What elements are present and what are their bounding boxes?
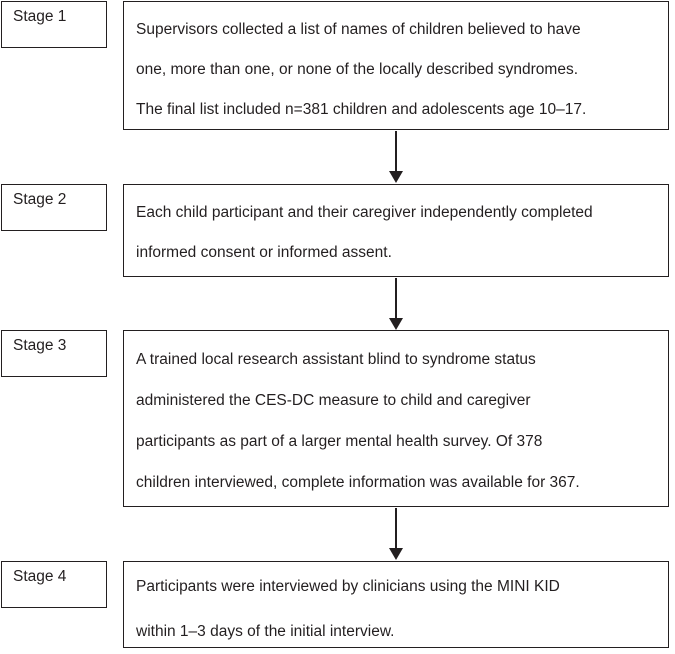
arrow-stage-3-to-4 (389, 508, 403, 560)
stage-2-line-1: Each child participant and their caregiv… (136, 204, 593, 221)
stage-3-line-2: administered the CES-DC measure to child… (136, 392, 531, 409)
stage-4-line-2: within 1–3 days of the initial interview… (136, 623, 395, 640)
stage-3-label-text: Stage 3 (13, 337, 67, 354)
stage-1-line-2: one, more than one, or none of the local… (136, 61, 579, 78)
stage-4-label: Stage 4 (1, 561, 107, 608)
stage-3-line-1: A trained local research assistant blind… (136, 351, 536, 368)
stage-1-line-3: The final list included n=381 children a… (136, 101, 587, 118)
stage-1-label-text: Stage 1 (13, 8, 67, 25)
arrow-stage-2-to-3 (389, 278, 403, 330)
stage-4-box: Participants were interviewed by clinici… (123, 561, 669, 648)
stage-3-box: A trained local research assistant blind… (123, 330, 669, 507)
stage-1-box: Supervisors collected a list of names of… (123, 1, 669, 130)
stage-1-line-1: Supervisors collected a list of names of… (136, 21, 581, 38)
stage-1-label: Stage 1 (1, 1, 107, 48)
stage-2-line-2: informed consent or informed assent. (136, 244, 392, 261)
stage-4-label-text: Stage 4 (13, 568, 67, 585)
stage-2-label: Stage 2 (1, 184, 107, 231)
stage-3-line-4: children interviewed, complete informati… (136, 474, 580, 491)
stage-3-line-3: participants as part of a larger mental … (136, 433, 543, 450)
stage-4-line-1: Participants were interviewed by clinici… (136, 578, 560, 595)
stage-3-label: Stage 3 (1, 330, 107, 377)
arrow-stage-1-to-2 (389, 131, 403, 183)
stage-2-label-text: Stage 2 (13, 191, 67, 208)
stage-2-box: Each child participant and their caregiv… (123, 184, 669, 277)
